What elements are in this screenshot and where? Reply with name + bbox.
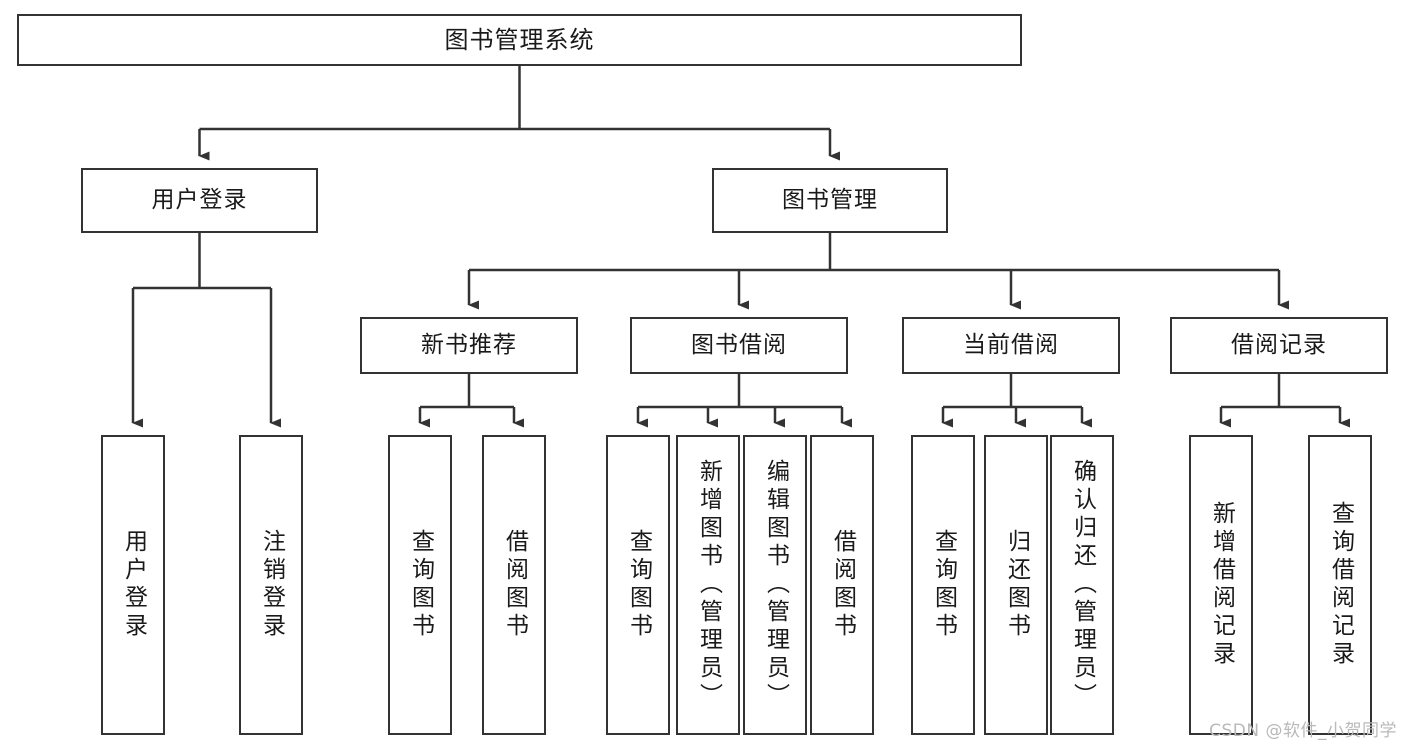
node-leaf-label-3: 借阅图书	[501, 529, 528, 641]
node-level1-1[interactable]: 图书管理	[712, 168, 948, 233]
node-leaf-0[interactable]: 用户登录	[101, 435, 165, 735]
node-level2-label-0: 新书推荐	[421, 331, 517, 358]
node-leaf-label-5: 新增图书（管理员）	[695, 459, 722, 711]
node-leaf-label-10: 确认归还（管理员）	[1069, 459, 1096, 711]
node-level2-2[interactable]: 当前借阅	[902, 317, 1120, 374]
node-leaf-2[interactable]: 查询图书	[388, 435, 452, 735]
node-leaf-4[interactable]: 查询图书	[606, 435, 670, 735]
node-leaf-label-8: 查询图书	[930, 529, 957, 641]
node-leaf-label-12: 查询借阅记录	[1327, 501, 1354, 669]
node-leaf-label-2: 查询图书	[407, 529, 434, 641]
node-leaf-11[interactable]: 新增借阅记录	[1189, 435, 1253, 735]
node-level1-0[interactable]: 用户登录	[81, 168, 318, 233]
node-leaf-6[interactable]: 编辑图书（管理员）	[743, 435, 807, 735]
node-level2-label-1: 图书借阅	[691, 331, 787, 358]
node-level2-3[interactable]: 借阅记录	[1170, 317, 1388, 374]
node-leaf-8[interactable]: 查询图书	[911, 435, 975, 735]
node-leaf-10[interactable]: 确认归还（管理员）	[1050, 435, 1114, 735]
node-leaf-5[interactable]: 新增图书（管理员）	[676, 435, 740, 735]
node-level1-label-0: 用户登录	[151, 186, 248, 213]
node-level1-label-1: 图书管理	[782, 186, 878, 213]
node-leaf-label-4: 查询图书	[625, 529, 652, 641]
node-leaf-9[interactable]: 归还图书	[984, 435, 1048, 735]
node-level2-1[interactable]: 图书借阅	[630, 317, 848, 374]
node-leaf-label-9: 归还图书	[1003, 529, 1030, 641]
node-leaf-7[interactable]: 借阅图书	[810, 435, 874, 735]
watermark: CSDN @软件_小贺同学	[1209, 721, 1397, 741]
node-level2-label-3: 借阅记录	[1231, 331, 1327, 358]
node-leaf-1[interactable]: 注销登录	[239, 435, 303, 735]
node-level2-0[interactable]: 新书推荐	[360, 317, 578, 374]
node-root[interactable]: 图书管理系统	[17, 14, 1022, 66]
node-root-label: 图书管理系统	[444, 25, 595, 54]
node-leaf-3[interactable]: 借阅图书	[482, 435, 546, 735]
node-leaf-12[interactable]: 查询借阅记录	[1308, 435, 1372, 735]
node-leaf-label-0: 用户登录	[120, 529, 147, 641]
node-leaf-label-11: 新增借阅记录	[1208, 501, 1235, 669]
node-level2-label-2: 当前借阅	[963, 331, 1059, 358]
node-leaf-label-6: 编辑图书（管理员）	[762, 459, 789, 711]
node-leaf-label-7: 借阅图书	[829, 529, 856, 641]
node-leaf-label-1: 注销登录	[258, 529, 285, 641]
